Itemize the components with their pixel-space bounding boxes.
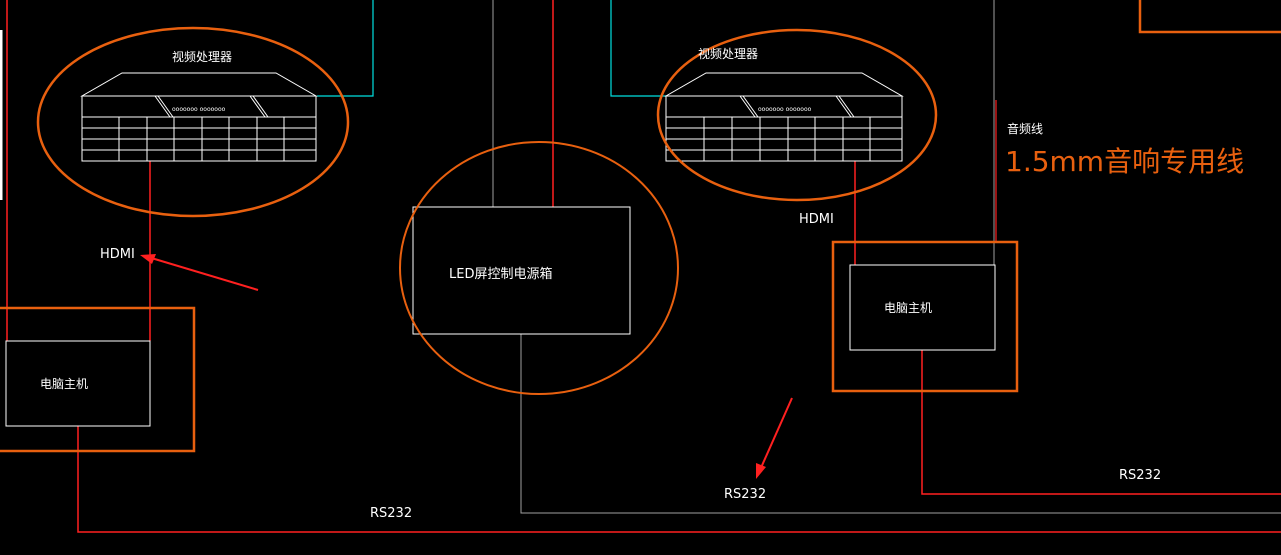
led-control-box	[412, 206, 631, 335]
orange-frame-top-right	[1138, 0, 1281, 34]
video-processor-right: ooooooo ooooooo	[664, 72, 904, 162]
orange-frame-left	[0, 306, 196, 453]
processor-right-label: 视频处理器	[698, 46, 758, 61]
processor-left-label: 视频处理器	[172, 49, 232, 64]
red-arrow-bottom-icon	[756, 397, 793, 479]
pc-right-label: 电脑主机	[884, 301, 932, 315]
orange-frame-right	[831, 240, 1019, 393]
rs232-right-label: RS232	[1119, 468, 1161, 483]
gray-wire-bottom	[520, 334, 1281, 514]
cyan-wire-left	[317, 0, 374, 97]
red-arrow-left-icon	[140, 254, 259, 291]
led-box-label: LED屏控制电源箱	[449, 266, 552, 282]
rs232-middle-label: RS232	[724, 487, 766, 502]
hdmi-left-label: HDMI	[100, 247, 135, 262]
rs232-bottom-label: RS232	[370, 506, 412, 521]
pc-left-box	[5, 340, 151, 427]
rs232-wire-right	[921, 350, 1281, 495]
cyan-wire-right	[610, 0, 666, 97]
audio-note-label: 1.5mm音响专用线	[1005, 145, 1244, 178]
pc-left-label: 电脑主机	[40, 377, 88, 391]
highlight-ellipse-center	[399, 141, 679, 395]
video-processor-left: ooooooo ooooooo	[80, 72, 318, 162]
pc-right-box	[849, 264, 996, 351]
highlight-ellipse-left	[36, 26, 350, 218]
svg-text:ooooooo ooooooo: ooooooo ooooooo	[758, 106, 812, 113]
hdmi-right-label: HDMI	[799, 212, 834, 227]
audio-line-label: 音频线	[1007, 121, 1043, 136]
rs232-wire-left	[77, 426, 1281, 533]
highlight-ellipse-right	[656, 28, 938, 202]
svg-text:ooooooo ooooooo: ooooooo ooooooo	[172, 106, 226, 113]
